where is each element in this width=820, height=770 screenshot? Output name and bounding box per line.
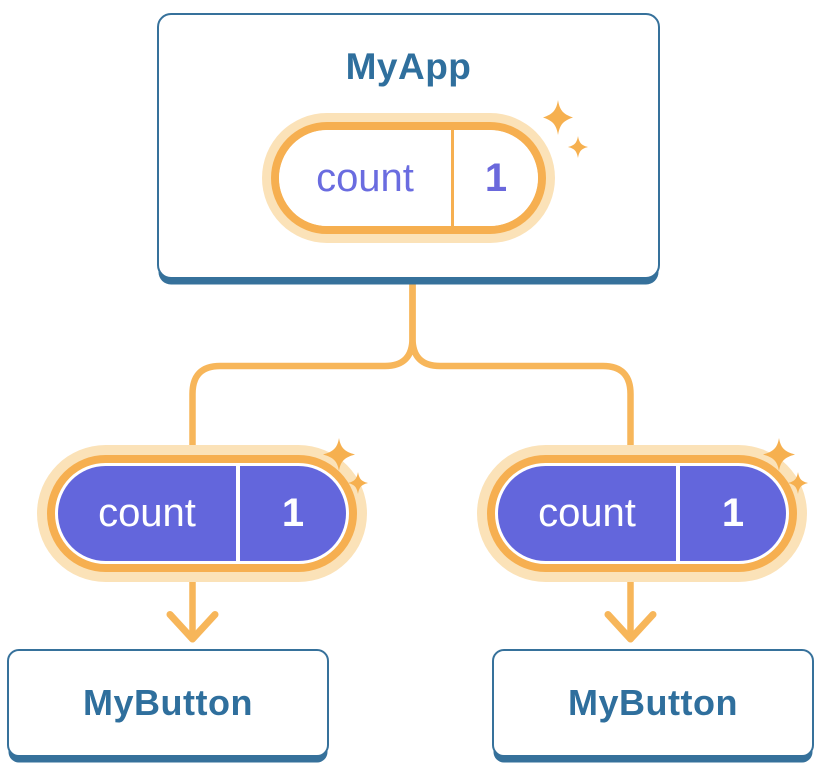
- prop-pill-left: count 1: [37, 445, 367, 582]
- arrowhead-left-icon: [166, 611, 219, 643]
- state-name-label: count: [316, 155, 414, 200]
- prop-pill-ring: count 1: [47, 455, 357, 572]
- component-node-myapp: MyApp count 1: [157, 13, 660, 279]
- component-name-mybutton: MyButton: [83, 682, 253, 723]
- state-value: 1: [451, 130, 538, 226]
- component-name-myapp: MyApp: [345, 46, 472, 87]
- connector-right-branch: [409, 280, 634, 637]
- prop-name-label: count: [98, 491, 196, 535]
- component-node-mybutton-left: MyButton: [7, 649, 329, 757]
- sparkle-icon: [763, 438, 808, 494]
- prop-name-label: count: [538, 491, 636, 535]
- prop-value: 1: [676, 466, 786, 561]
- sparkle-icon: [543, 100, 588, 158]
- prop-pill-ring: count 1: [487, 455, 797, 572]
- component-name-mybutton: MyButton: [568, 682, 738, 723]
- prop-value: 1: [236, 466, 346, 561]
- prop-pill-right: count 1: [477, 445, 807, 582]
- component-node-mybutton-right: MyButton: [492, 649, 814, 757]
- state-pill-ring: count 1: [271, 122, 546, 234]
- sparkle-icon: [323, 438, 368, 494]
- state-pill-root: count 1: [262, 113, 555, 243]
- arrowhead-right-icon: [604, 611, 657, 643]
